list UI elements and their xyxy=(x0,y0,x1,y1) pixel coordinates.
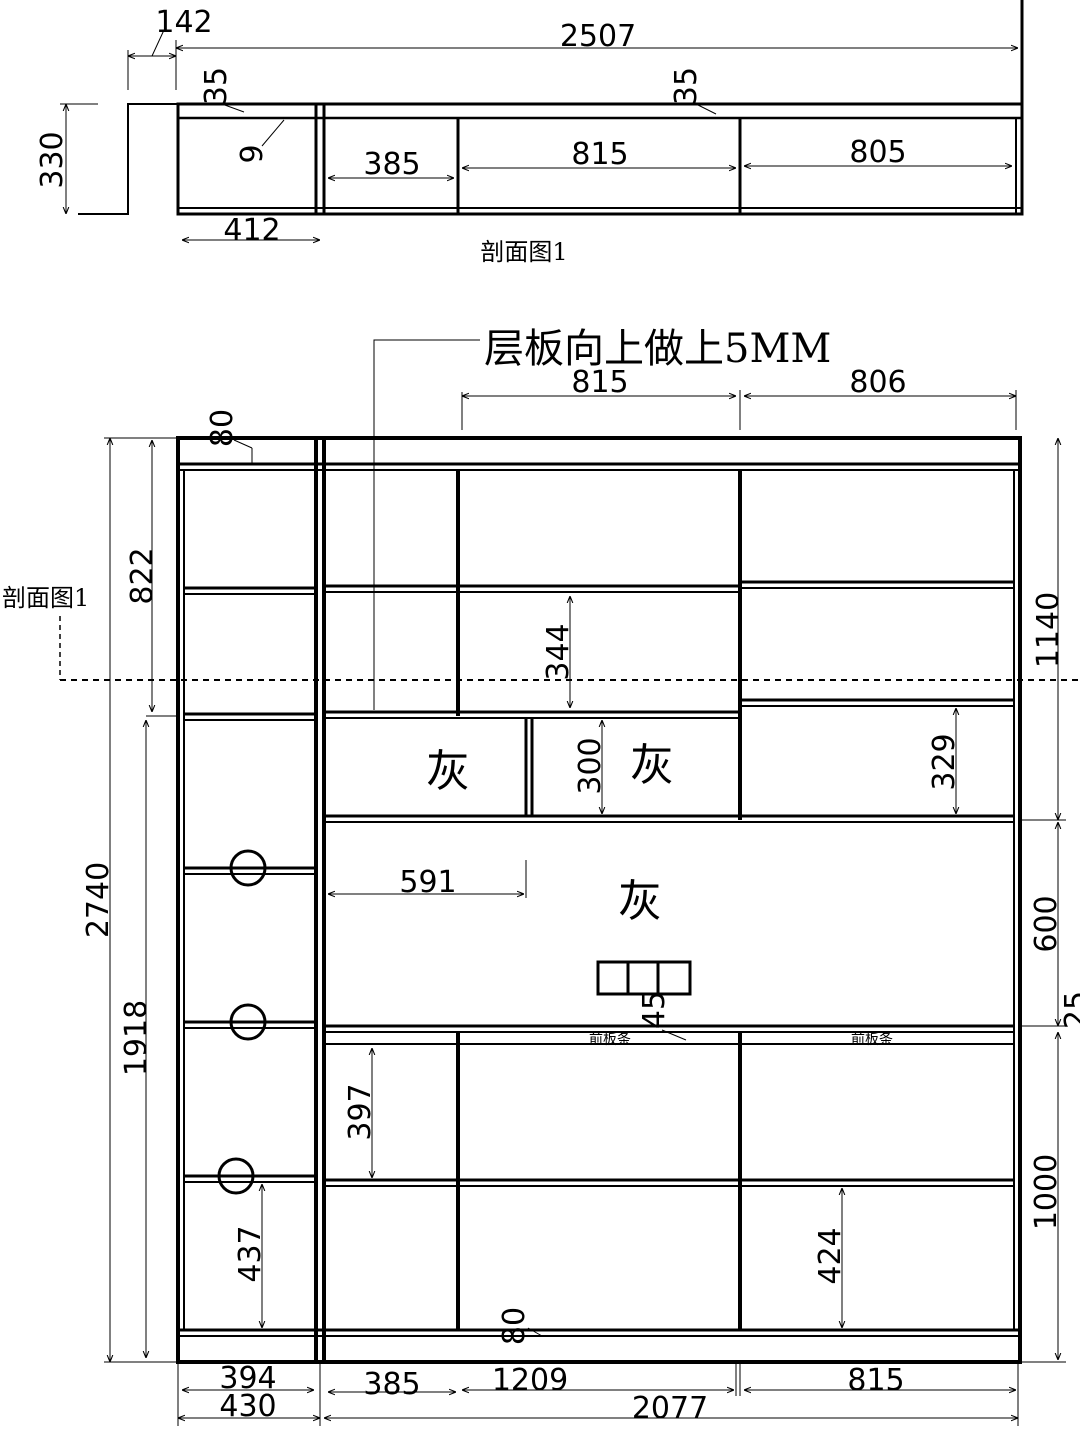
dim-397: 397 xyxy=(343,1083,378,1140)
elevation-labels: 层板向上做上5MM 剖面图1 815 806 80 822 2740 1918 … xyxy=(2,326,1080,1426)
dim-9: 9 xyxy=(235,144,270,163)
dim-385-bottom: 385 xyxy=(363,1367,420,1402)
dim-815-bottom: 815 xyxy=(847,1363,904,1398)
dim-300: 300 xyxy=(573,737,608,794)
gray-label-1: 灰 xyxy=(426,746,470,797)
front-strip-label-2: 前板条 xyxy=(851,1031,893,1048)
section-marker-label: 剖面图1 xyxy=(2,584,89,612)
hanging-rod-2 xyxy=(229,1003,267,1041)
dim-1209: 1209 xyxy=(492,1363,568,1398)
dim-2507: 2507 xyxy=(560,19,636,54)
elevation-view xyxy=(59,339,1080,1426)
dim-385-section: 385 xyxy=(363,147,420,182)
hanging-rod-3 xyxy=(217,1157,255,1195)
dim-394: 394 xyxy=(219,1361,276,1396)
wall-profile xyxy=(78,103,178,215)
dim-806-top: 806 xyxy=(849,365,906,400)
gray-label-3: 灰 xyxy=(618,876,662,927)
dim-80-bottom: 80 xyxy=(497,1307,532,1345)
dim-45: 45 xyxy=(637,991,672,1029)
dim-815-top: 815 xyxy=(571,365,628,400)
section-view xyxy=(60,0,1024,240)
dim-1140: 1140 xyxy=(1031,592,1066,668)
dim-815-section: 815 xyxy=(571,137,628,172)
section-dim-labels: 142 2507 330 35 35 9 385 815 805 412 剖面图… xyxy=(35,5,907,266)
socket-box xyxy=(596,960,692,996)
dim-35-right: 35 xyxy=(669,67,704,105)
section-outline xyxy=(176,102,1024,216)
dim-591: 591 xyxy=(399,865,456,900)
dim-2740: 2740 xyxy=(81,862,116,938)
dim-600: 600 xyxy=(1029,895,1064,952)
dim-1918: 1918 xyxy=(119,1000,154,1076)
dim-330: 330 xyxy=(35,131,70,188)
cabinet-outline xyxy=(176,436,1022,1364)
shelf-note: 层板向上做上5MM xyxy=(484,326,831,372)
hanging-rod-1 xyxy=(229,849,267,887)
section-title: 剖面图1 xyxy=(480,238,567,266)
dim-1000: 1000 xyxy=(1029,1154,1064,1230)
dim-424: 424 xyxy=(813,1227,848,1284)
dim-412-section: 412 xyxy=(223,213,280,248)
note-leader xyxy=(373,339,480,710)
dim-142: 142 xyxy=(155,5,212,40)
dim-430: 430 xyxy=(219,1389,276,1424)
dim-822: 822 xyxy=(125,547,160,604)
dim-329: 329 xyxy=(927,733,962,790)
dim-2077: 2077 xyxy=(632,1391,708,1426)
dim-25: 25 xyxy=(1059,991,1080,1029)
dim-437: 437 xyxy=(233,1225,268,1282)
dim-80-top: 80 xyxy=(205,409,240,447)
dim-344: 344 xyxy=(541,623,576,680)
gray-label-2: 灰 xyxy=(630,740,674,791)
dim-35-left: 35 xyxy=(199,67,234,105)
dim-805-section: 805 xyxy=(849,135,906,170)
front-strip-label-1: 前板条 xyxy=(589,1031,631,1048)
